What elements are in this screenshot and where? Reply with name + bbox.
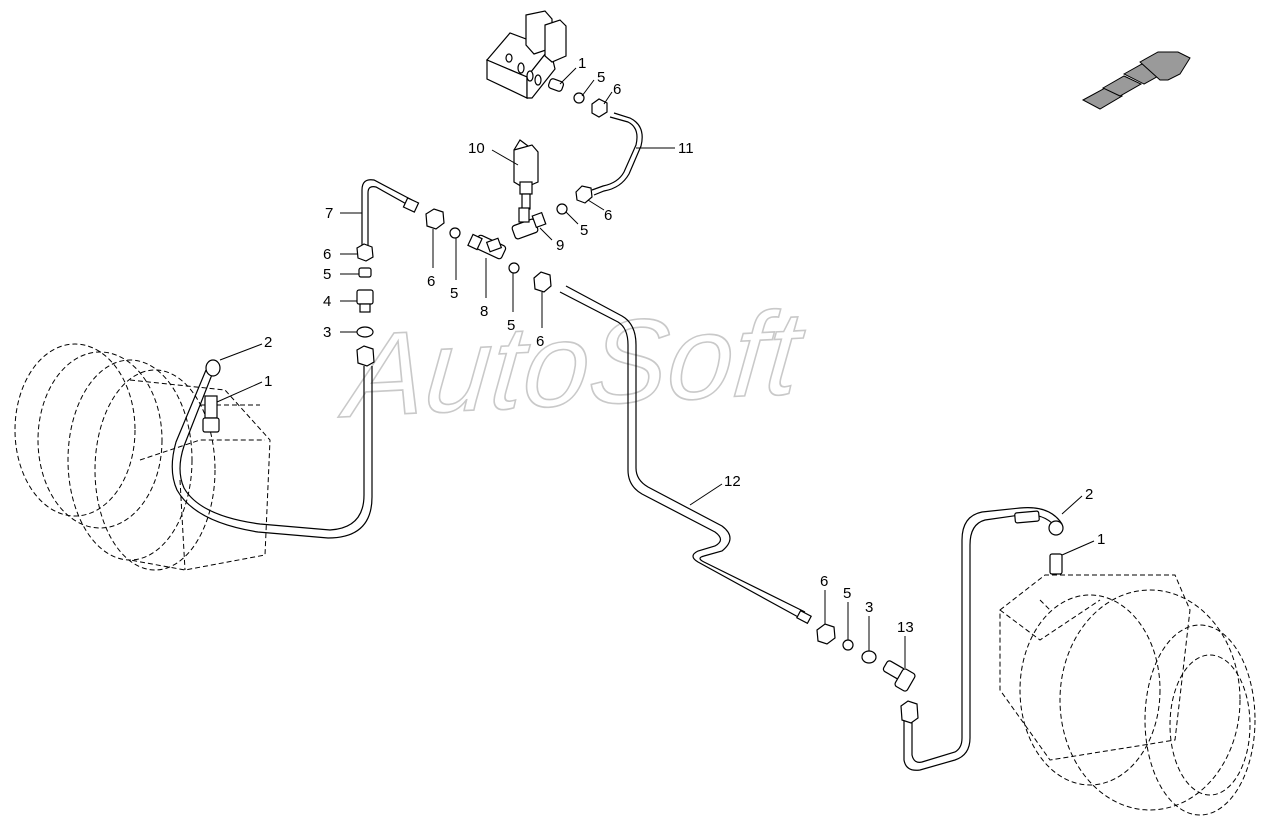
hose-11 [591,116,638,191]
callout-2-right: 2 [1085,486,1093,503]
nut-6-bottom [816,623,836,645]
valve-block [486,10,567,99]
callout-1-top: 1 [578,55,586,72]
callout-6-top: 6 [613,81,621,98]
callout-1-right: 1 [1097,531,1105,548]
callout-6-mid-b: 6 [536,333,544,350]
tube-12 [559,291,801,619]
callout-11: 11 [678,140,694,157]
callout-5-bottom: 5 [843,585,851,602]
callout-5-top: 5 [597,69,605,86]
left-travel-motor [14,343,271,571]
callouts: 1 5 6 10 11 7 6 5 9 6 5 4 3 6 5 8 5 6 2 … [264,55,1105,636]
leader-lines [216,67,1095,668]
watermark-text: AutoSoft [336,287,811,443]
callout-12: 12 [724,473,741,490]
callout-13: 13 [897,619,914,636]
callout-6-left-stack: 6 [323,246,331,263]
callout-6-bottom: 6 [820,573,828,590]
hose-right [903,513,1059,771]
callout-3-bottom: 3 [865,599,873,616]
callout-5-right-upper: 5 [580,222,588,239]
elbow-13 [882,660,916,692]
callout-4: 4 [323,293,331,310]
sensor-10 [513,139,539,210]
nut-6-mid-a [425,208,445,230]
callout-5-left-stack: 5 [323,266,331,283]
hose-left [179,366,365,531]
nut-6-mid-b [533,271,552,293]
callout-5-mid-a: 5 [450,285,458,302]
tee-9 [511,207,547,240]
left-fitting-stack [356,243,375,367]
tee-8 [467,233,507,260]
callout-3-left: 3 [323,324,331,341]
tube-7 [361,179,413,248]
right-travel-motor [999,574,1256,816]
direction-arrow-icon [1081,51,1191,110]
callout-6-right-upper: 6 [604,207,612,224]
callout-6-mid-a: 6 [427,273,435,290]
callout-2-left: 2 [264,334,272,351]
callout-7: 7 [325,205,333,222]
callout-5-mid-b: 5 [507,317,515,334]
callout-1-left: 1 [264,373,272,390]
top-fittings [547,78,608,118]
callout-8: 8 [480,303,488,320]
callout-10: 10 [468,140,485,157]
callout-9: 9 [556,237,564,254]
